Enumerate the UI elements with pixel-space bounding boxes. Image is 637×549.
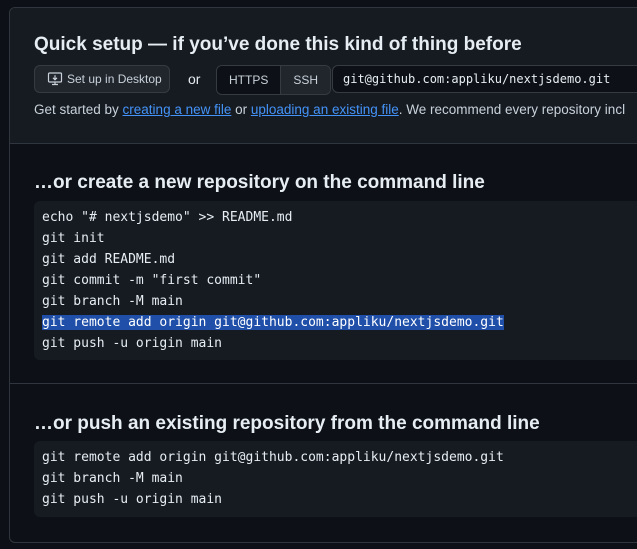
push-section-title: …or push an existing repository from the… (34, 413, 540, 434)
code-line: git branch -M main (42, 471, 183, 486)
https-button[interactable]: HTTPS (217, 66, 281, 94)
code-line: echo "# nextjsdemo" >> README.md (42, 210, 293, 225)
create-commands-block[interactable]: echo "# nextjsdemo" >> README.md git ini… (34, 201, 637, 360)
code-line: git remote add origin git@github.com:app… (42, 450, 504, 465)
code-line: git push -u origin main (42, 492, 223, 507)
push-commands-block[interactable]: git remote add origin git@github.com:app… (34, 441, 637, 517)
section-divider (10, 383, 637, 384)
repo-setup-panel: Quick setup — if you’ve done this kind o… (9, 7, 637, 543)
setup-in-desktop-button[interactable]: Set up in Desktop (34, 65, 170, 93)
started-suffix: . We recommend every repository incl (398, 102, 626, 117)
create-section-title: …or create a new repository on the comma… (34, 172, 485, 193)
protocol-toggle: HTTPS SSH (216, 65, 332, 95)
selected-text: git remote add origin git@github.com:app… (42, 315, 504, 330)
started-or: or (231, 102, 251, 117)
upload-existing-file-link[interactable]: uploading an existing file (250, 102, 399, 117)
quick-setup-box: Quick setup — if you’ve done this kind o… (10, 8, 637, 144)
started-prefix: Get started by (34, 102, 123, 117)
code-line: git add README.md (42, 252, 176, 267)
code-line: git branch -M main (42, 294, 183, 309)
code-line-selected: git remote add origin git@github.com:app… (42, 312, 637, 333)
create-new-file-link[interactable]: creating a new file (122, 102, 232, 117)
code-line: git commit -m "first commit" (42, 273, 262, 288)
quick-setup-title: Quick setup — if you’ve done this kind o… (34, 34, 522, 55)
code-line: git init (42, 231, 105, 246)
setup-in-desktop-label: Set up in Desktop (67, 72, 162, 86)
or-separator: or (188, 71, 201, 87)
desktop-download-icon (47, 72, 63, 86)
code-line: git push -u origin main (42, 336, 223, 351)
get-started-text: Get started by creating a new file or up… (34, 102, 625, 117)
clone-url-input[interactable] (332, 65, 637, 93)
ssh-button[interactable]: SSH (280, 66, 331, 94)
